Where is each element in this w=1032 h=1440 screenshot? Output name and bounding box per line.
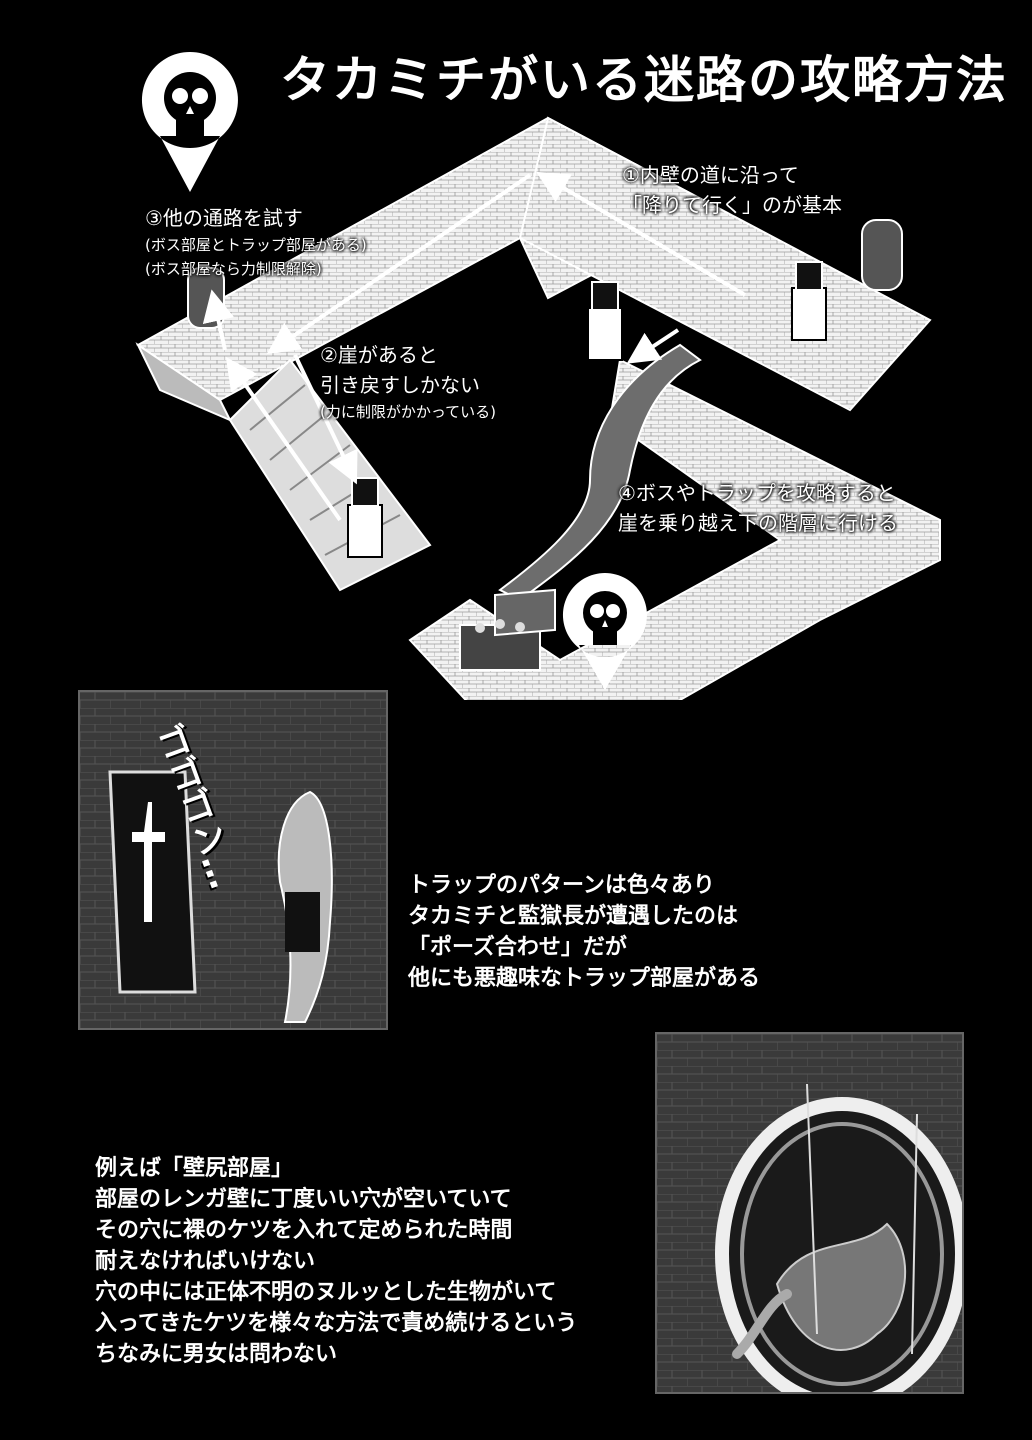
tentacle-creature: [775, 1222, 907, 1351]
tree-trunk: [498, 343, 702, 602]
character-figure: [791, 261, 827, 341]
skull-pin-icon: [141, 52, 238, 192]
page-title: タカミチがいる迷路の攻略方法: [280, 51, 1008, 109]
skull-pin-icon: [562, 573, 647, 690]
character-figure: [347, 477, 383, 558]
treasure-chest-icon: [459, 588, 556, 671]
wall-hole-illustration: [655, 1032, 964, 1394]
step3-annotation: ③他の通路を試す (ボス部屋とトラップ部屋がある) (ボス部屋なら力制限解除): [145, 206, 367, 278]
trap-description: トラップのパターンは色々あり タカミチと監獄長が遭遇したのは 「ポーズ合わせ」だ…: [408, 873, 761, 991]
step2-annotation: ②崖があると 引き戻すしかない (力に制限がかかっている): [320, 343, 496, 421]
door-icon: [861, 219, 903, 291]
character-figure: [587, 281, 623, 361]
path-arrows: [202, 171, 747, 522]
step1-annotation: ①内壁の道に沿って 「降りて行く」のが基本: [622, 163, 842, 217]
step4-annotation: ④ボスやトラップを攻略すると 崖を乗り越え下の階層に行ける: [618, 481, 898, 535]
glowing-portal-icon: [108, 770, 197, 994]
maze-diagram: [135, 52, 941, 700]
example-description: 例えば「壁尻部屋」 部屋のレンガ壁に丁度いい穴が空いていて その穴に裸のケツを入…: [95, 1156, 578, 1367]
trap-room-illustration: ゴゴゴン…: [78, 690, 388, 1030]
